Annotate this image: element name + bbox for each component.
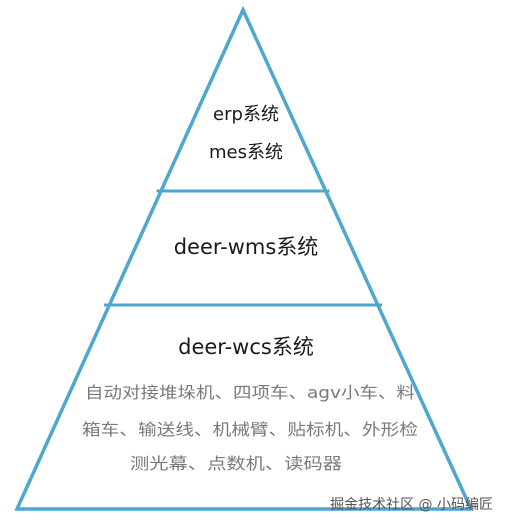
- tier-top-line-2: mes系统: [209, 142, 283, 163]
- tier-bottom-desc-line-3: 测光幕、点数机、读码器: [130, 454, 342, 473]
- tier-top-line-1: erp系统: [213, 104, 279, 125]
- tier-bottom-title: deer-wcs系统: [178, 335, 314, 359]
- pyramid-outline: [14, 5, 474, 511]
- tier-middle-title: deer-wms系统: [174, 235, 319, 259]
- watermark-text: 掘金技术社区 @ 小码编匠: [330, 497, 493, 513]
- tier-bottom-desc-line-2: 箱车、输送线、机械臂、贴标机、外形检: [82, 420, 418, 439]
- tier-bottom-desc-line-1: 自动对接堆垛机、四项车、agv小车、料: [85, 383, 415, 402]
